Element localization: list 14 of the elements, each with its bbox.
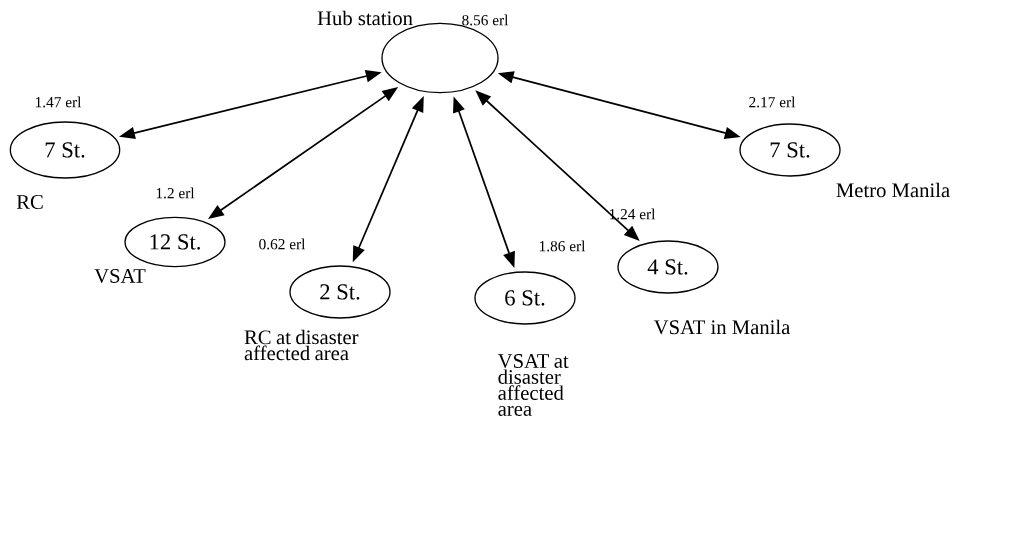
traffic-label: 1.86 erl: [539, 240, 586, 252]
traffic-label: 2.17 erl: [749, 96, 796, 108]
traffic-label: 1.2 erl: [156, 187, 195, 199]
station-caption: RC: [16, 195, 43, 209]
station-caption: VSAT at disaster affected area: [497, 354, 569, 416]
traffic-label: 1.47 erl: [35, 96, 82, 108]
traffic-label: 8.56 erl: [462, 14, 509, 26]
station-caption: VSAT in Manila: [653, 319, 791, 335]
station-label: Hub station: [317, 10, 413, 26]
traffic-label: 0.62 erl: [259, 238, 306, 250]
station-caption: VSAT: [94, 269, 146, 283]
station-caption: Metro Manila: [836, 182, 950, 198]
station-caption: RC at disaster affected area: [244, 329, 359, 361]
traffic-label: 1.24 erl: [609, 208, 656, 220]
